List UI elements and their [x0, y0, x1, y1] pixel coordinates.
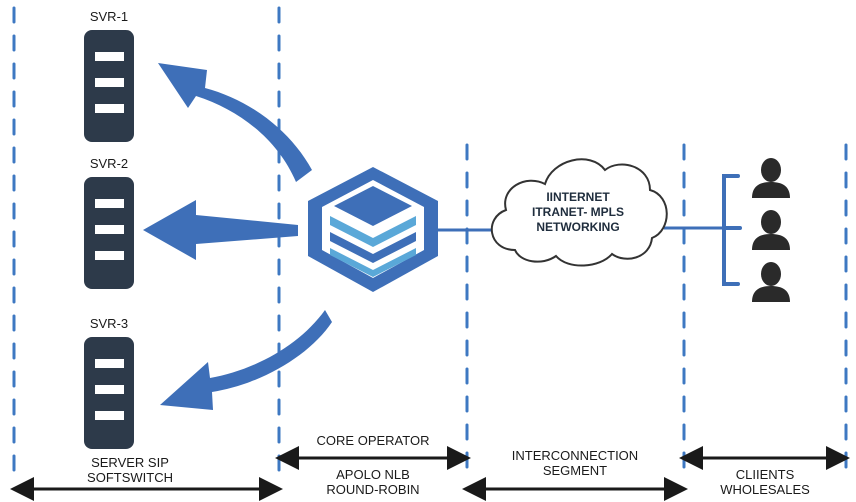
- segment-core-line-2: ROUND-ROBIN: [326, 482, 420, 497]
- segment-interconnect-line-2: SEGMENT: [542, 463, 608, 478]
- segment-label-server: SERVER SIP SOFTSWITCH: [40, 455, 220, 485]
- segment-core-line-1: APOLO NLB: [336, 467, 410, 482]
- server-label-svr-2: SVR-2: [89, 156, 129, 171]
- segment-clients-line-1: CLIIENTS: [735, 467, 795, 482]
- cloud-line-1: IINTERNET: [546, 190, 610, 204]
- cloud-line-2: ITRANET- MPLS: [532, 205, 624, 219]
- segment-label-core-top: CORE OPERATOR: [316, 433, 430, 448]
- segment-label-core: APOLO NLB ROUND-ROBIN: [283, 467, 463, 497]
- server-label-svr-1: SVR-1: [89, 9, 129, 24]
- arrow-to-svr-2: [143, 200, 298, 260]
- cloud-icon: [490, 158, 668, 267]
- layered-cube-icon: [308, 167, 438, 292]
- cloud-label: IINTERNET ITRANET- MPLS NETWORKING: [508, 190, 648, 235]
- arrow-to-svr-3: [160, 310, 332, 410]
- span-arrows: [10, 446, 850, 501]
- segment-label-interconnect: INTERCONNECTION SEGMENT: [485, 448, 665, 478]
- arrow-to-svr-1: [158, 63, 312, 182]
- segment-server-line-1: SERVER SIP: [91, 455, 169, 470]
- cloud-line-3: NETWORKING: [536, 220, 620, 234]
- server-label-svr-3: SVR-3: [89, 316, 129, 331]
- clients-bracket: [722, 174, 742, 286]
- user-icon: [752, 262, 790, 302]
- server-rack-icon: [84, 337, 134, 449]
- segment-clients-line-2: WHOLESALES: [720, 482, 810, 497]
- server-rack-icon: [84, 30, 134, 142]
- server-rack-icon: [84, 177, 134, 289]
- segment-label-clients: CLIIENTS WHOLESALES: [690, 467, 840, 497]
- segment-interconnect-line-1: INTERCONNECTION: [511, 448, 639, 463]
- segment-dividers: [12, 6, 848, 478]
- segment-server-line-2: SOFTSWITCH: [87, 470, 173, 485]
- user-icon: [752, 210, 790, 250]
- distribution-arrows: [143, 63, 332, 410]
- user-icon: [752, 158, 790, 198]
